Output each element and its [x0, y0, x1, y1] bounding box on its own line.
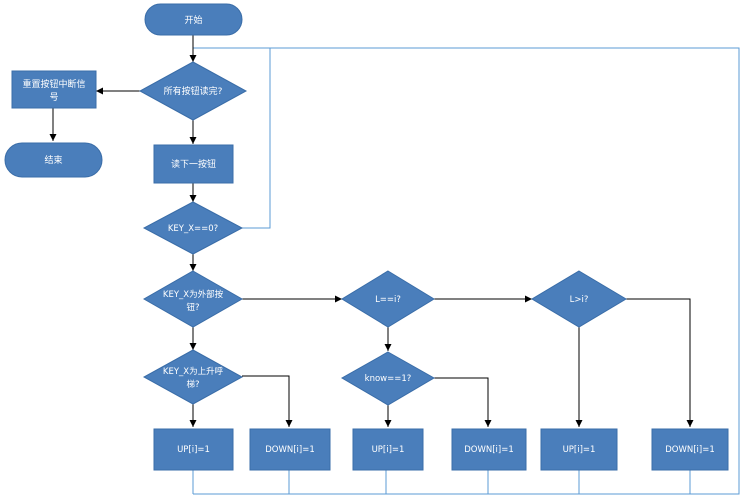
end-label: 结束 — [44, 154, 62, 166]
down2-process: DOWN[i]=1 — [451, 428, 527, 471]
know-decision: know==1? — [340, 351, 436, 406]
reset-process: 重置按钮中断信 号 — [11, 70, 97, 109]
up2-label: UP[i]=1 — [372, 445, 405, 455]
up2-process: UP[i]=1 — [352, 428, 424, 471]
all-read-label: 所有按钮读完? — [164, 85, 223, 97]
key-up-label-line1: KEY_X为上升呼 — [163, 366, 224, 377]
reset-label-line2: 号 — [49, 92, 58, 103]
key-up-label-line2: 梯? — [186, 379, 199, 390]
down3-label: DOWN[i]=1 — [665, 445, 715, 455]
key-outer-decision: KEY_X为外部按 钮? — [142, 270, 244, 328]
l-gt-i-decision: L>i? — [531, 270, 627, 328]
key-up-decision: KEY_X为上升呼 梯? — [142, 349, 244, 405]
all-read-decision: 所有按钮读完? — [138, 61, 248, 121]
key-zero-decision: KEY_X==0? — [142, 201, 244, 255]
down2-label: DOWN[i]=1 — [464, 445, 514, 455]
up3-label: UP[i]=1 — [563, 445, 596, 455]
l-eq-i-decision: L==i? — [341, 270, 435, 328]
edge-know-to-down2 — [434, 377, 492, 427]
down3-process: DOWN[i]=1 — [651, 428, 729, 471]
key-outer-label-line2: 钮? — [186, 302, 199, 313]
start-label: 开始 — [184, 14, 202, 26]
read-next-process: 读下一按钮 — [153, 144, 234, 184]
up3-process: UP[i]=1 — [540, 428, 618, 471]
edge-key-up-to-down1 — [242, 375, 293, 427]
loop-line-key-zero — [242, 48, 271, 229]
reset-label-line1: 重置按钮中断信 — [22, 78, 85, 90]
edge-l-gt-i-to-down3 — [626, 298, 694, 427]
l-gt-i-label: L>i? — [570, 295, 589, 305]
down1-label: DOWN[i]=1 — [265, 445, 315, 455]
down1-process: DOWN[i]=1 — [249, 428, 331, 471]
end-terminator: 结束 — [4, 142, 103, 178]
up1-process: UP[i]=1 — [153, 428, 234, 471]
key-outer-label-line1: KEY_X为外部按 — [163, 289, 224, 300]
loop-line-top — [193, 47, 740, 495]
start-terminator: 开始 — [144, 3, 243, 36]
key-zero-label: KEY_X==0? — [168, 224, 218, 234]
read-next-label: 读下一按钮 — [171, 158, 216, 170]
l-eq-i-label: L==i? — [375, 295, 401, 305]
know-label: know==1? — [365, 374, 412, 384]
up1-label: UP[i]=1 — [177, 445, 210, 455]
